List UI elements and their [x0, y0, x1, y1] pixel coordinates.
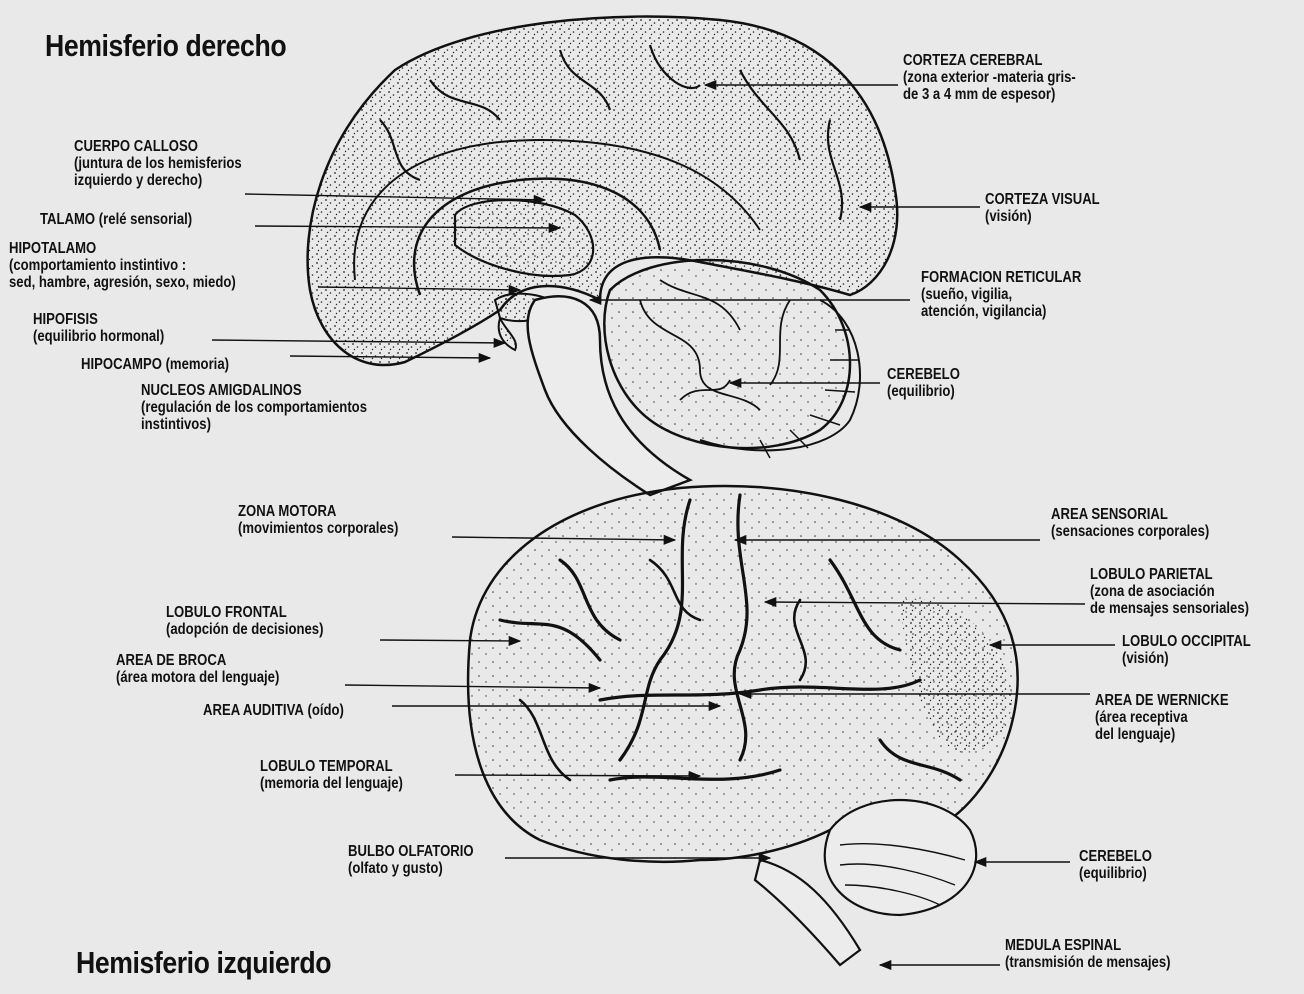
- cortex-shell: [306, 15, 899, 367]
- label-cerebelo-upper: CEREBELO (equilibrio): [887, 366, 960, 400]
- label-corteza-visual: CORTEZA VISUAL (visión): [985, 191, 1100, 225]
- cerebrum-outline: [466, 484, 1019, 864]
- label-cuerpo-calloso: CUERPO CALLOSO (juntura de los hemisferi…: [74, 138, 242, 189]
- title-left-hemisphere: Hemisferio izquierdo: [76, 945, 332, 980]
- label-corteza-cerebral: CORTEZA CEREBRAL (zona exterior -materia…: [903, 52, 1076, 103]
- label-hipotalamo: HIPOTALAMO (comportamiento instintivo : …: [9, 240, 236, 291]
- label-medula-espinal: MEDULA ESPINAL (transmisión de mensajes): [1005, 937, 1171, 971]
- label-talamo: TALAMO (relé sensorial): [40, 211, 193, 228]
- label-hipocampo: HIPOCAMPO (memoria): [81, 356, 229, 373]
- leader-lines: [211, 79, 1115, 971]
- cerebellum-shape: [603, 258, 852, 450]
- sagittal-section: [306, 15, 899, 497]
- lateral-view: [466, 484, 1019, 967]
- brainstem-shape: [526, 295, 693, 497]
- label-area-sensorial: AREA SENSORIAL (sensaciones corporales): [1051, 506, 1210, 540]
- label-area-auditiva: AREA AUDITIVA (oído): [203, 702, 344, 719]
- label-formacion-reticular: FORMACION RETICULAR (sueño, vigilia, ate…: [921, 269, 1082, 320]
- label-lobulo-occipital: LOBULO OCCIPITAL (visión): [1122, 633, 1251, 667]
- label-area-broca: AREA DE BROCA (área motora del lenguaje): [116, 652, 280, 686]
- label-lobulo-temporal: LOBULO TEMPORAL (memoria del lenguaje): [260, 758, 403, 792]
- label-cerebelo-lower: CEREBELO (equilibrio): [1079, 848, 1152, 882]
- label-lobulo-frontal: LOBULO FRONTAL (adopción de decisiones): [166, 604, 324, 638]
- label-area-wernicke: AREA DE WERNICKE (área receptiva del len…: [1095, 692, 1229, 743]
- label-bulbo-olfatorio: BULBO OLFATORIO (olfato y gusto): [348, 843, 474, 877]
- label-lobulo-parietal: LOBULO PARIETAL (zona de asociación de m…: [1090, 566, 1249, 617]
- title-right-hemisphere: Hemisferio derecho: [45, 28, 287, 63]
- label-hipofisis: HIPOFISIS (equilibrio hormonal): [33, 311, 165, 345]
- thalamus-shape: [453, 198, 595, 278]
- label-zona-motora: ZONA MOTORA (movimientos corporales): [238, 503, 399, 537]
- label-nucleos-amigdalinos: NUCLEOS AMIGDALINOS (regulación de los c…: [141, 382, 367, 433]
